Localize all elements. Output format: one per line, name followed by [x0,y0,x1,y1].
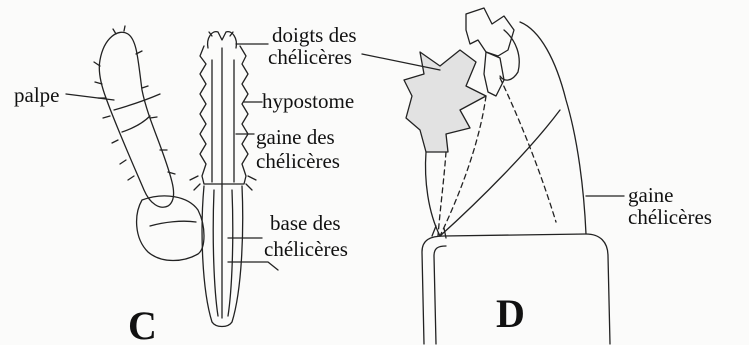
sheath-outline [520,22,586,234]
palp-segment-line-2 [122,116,150,132]
label-gaine-c-line2: chélicères [256,150,340,172]
panel-letter-d: D [496,290,525,337]
label-palpe: palpe [14,84,59,106]
leader-base-2 [228,262,278,270]
label-gaine-c-line1: gaine des [256,126,335,148]
label-gaine-d-line1: gaine [628,184,673,206]
label-base-line2: chélicères [264,238,348,260]
left-contour [426,152,440,236]
hypostome-outline [200,46,248,184]
label-hypostome: hypostome [262,90,354,112]
label-gaine-d-line2: chélicères [628,206,712,228]
leader-palpe [66,94,114,100]
dashed-inner-3 [438,152,446,236]
dashed-inner-2 [500,78,556,222]
lower-block-inner [434,246,446,344]
panel-letter-c: C [128,302,157,349]
palp-segment-line [114,94,160,110]
digit-upper-2 [484,52,504,96]
palp-outline [99,32,173,207]
cheliceral-base-inner [213,190,218,316]
label-base-line1: base des [270,212,341,234]
cheliceral-base-inner-2 [228,190,233,316]
basal-lobe [137,196,204,261]
basal-lobe-inner [150,221,196,226]
label-doigts-line2: chélicères [268,46,352,68]
label-doigts-line1: doigts des [272,24,357,46]
